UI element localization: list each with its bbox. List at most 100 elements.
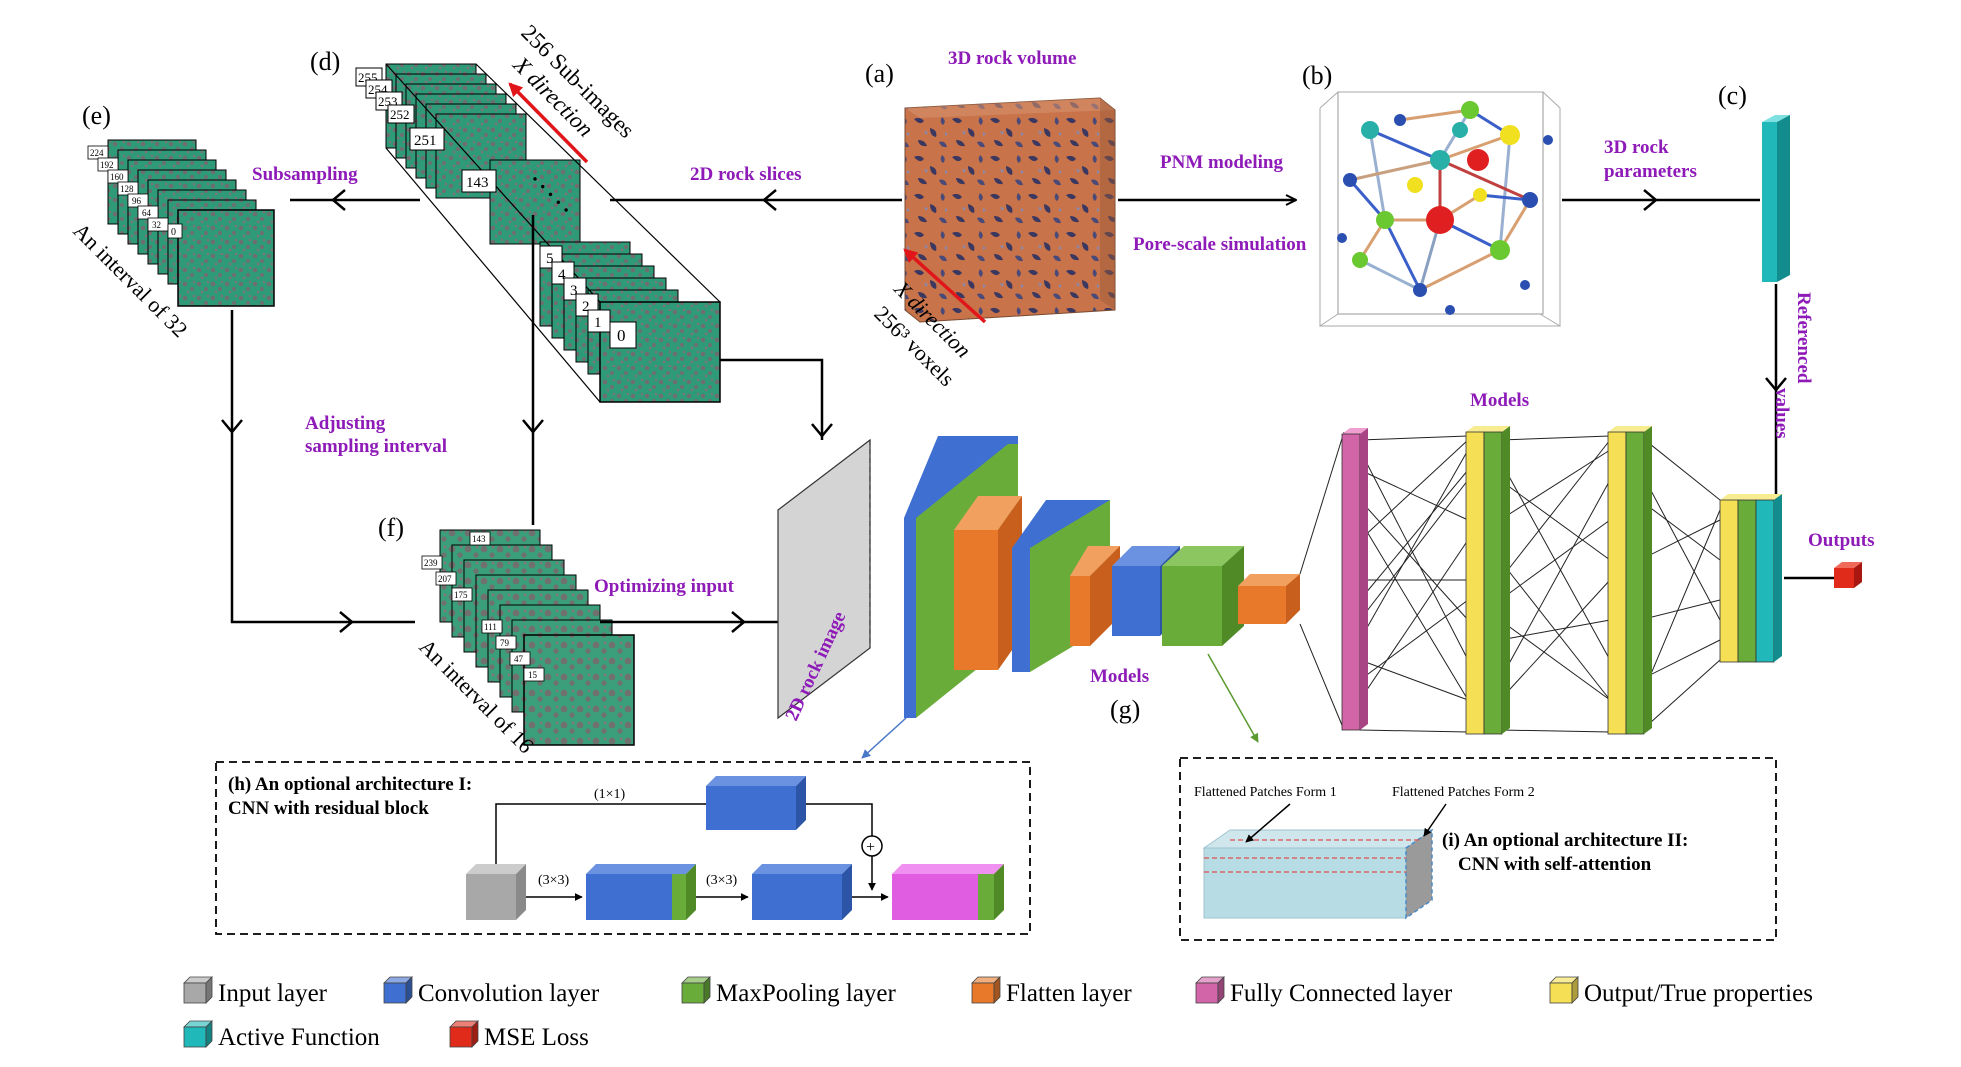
panel-label-f: (f) — [378, 513, 404, 542]
adjust-label-2: sampling interval — [305, 436, 447, 457]
fc-layer-final — [1719, 494, 1782, 663]
stack-d-num: 2 — [582, 299, 590, 315]
cnn-flatten-block-3 — [1238, 574, 1300, 624]
legend-swatch-icon — [383, 976, 413, 1004]
legend-item: Convolution layer — [383, 976, 600, 1007]
legend-item: Input layer — [183, 976, 328, 1007]
legend-swatch-icon — [449, 1020, 479, 1048]
fc-network-connections — [1299, 431, 1721, 733]
stack-d-num: 251 — [414, 133, 437, 149]
pore-scale-label: Pore-scale simulation — [1133, 234, 1307, 255]
reference-values-column — [1762, 115, 1790, 282]
legend-label: Input layer — [218, 980, 328, 1007]
rock-params-label-2: parameters — [1604, 161, 1697, 182]
stack-f-num: 239 — [424, 558, 438, 568]
res-input-block — [466, 864, 526, 920]
stack-e-num: 0 — [171, 227, 176, 238]
slice-stack-d — [385, 63, 721, 403]
legend-item: Flatten layer — [971, 976, 1132, 1007]
stack-d-num: 4 — [558, 267, 566, 283]
stack-d-num: 0 — [617, 326, 626, 345]
x-direction-arrow-a — [903, 248, 987, 324]
res-output-block — [892, 864, 1004, 920]
legend-item: Output/True properties — [1549, 976, 1813, 1007]
legend-item: MaxPooling layer — [681, 976, 897, 1007]
res-skip-path-2 — [806, 803, 873, 836]
panel-label-c: (c) — [1718, 81, 1747, 110]
mse-loss-output — [1834, 562, 1862, 588]
stack-e-num: 64 — [142, 208, 152, 218]
stack-d-num: 252 — [390, 107, 410, 122]
arrow-subsampling-head — [331, 189, 346, 211]
legend-swatch-icon — [183, 1020, 213, 1048]
res-conv-1x1 — [706, 776, 806, 830]
kernel-3x3-b: (3×3) — [706, 873, 738, 888]
pointer-to-box-h — [861, 717, 907, 759]
panel-label-b: (b) — [1302, 61, 1332, 90]
outputs-label: Outputs — [1808, 530, 1875, 551]
stack-f-num: 15 — [528, 670, 538, 680]
kernel-3x3-a: (3×3) — [538, 873, 570, 888]
stack-f-num: 47 — [514, 654, 524, 664]
pnm-modeling-label: PNM modeling — [1160, 152, 1283, 173]
models-fc-label: Models — [1470, 390, 1529, 411]
patch-form2-pointer — [1423, 803, 1447, 837]
stack-e-num: 96 — [132, 196, 142, 206]
box-i-title-2: CNN with self-attention — [1458, 854, 1652, 875]
res-skip-path — [495, 803, 706, 864]
legend-swatch-icon — [183, 976, 213, 1004]
stack-d-num: 1 — [594, 315, 602, 331]
box-h-title-1: (h) An optional architecture I: — [228, 774, 472, 795]
cnn-pool-block-3 — [1162, 546, 1244, 646]
stack-d-num: 5 — [546, 251, 554, 267]
stack-e-num: 32 — [152, 220, 161, 230]
patches-form2-label: Flattened Patches Form 2 — [1392, 785, 1535, 800]
legend-swatch-icon — [971, 976, 1001, 1004]
fc-layer-output-1 — [1465, 426, 1510, 735]
stack-e-num: 192 — [100, 160, 114, 170]
legend-label: MSE Loss — [484, 1024, 589, 1051]
legend-item: Fully Connected layer — [1195, 976, 1453, 1007]
cnn-flatten-block-1 — [954, 496, 1022, 670]
stack-d-num: 143 — [466, 175, 489, 191]
pore-network-model — [1319, 91, 1561, 327]
stack-f-num: 175 — [454, 590, 468, 600]
referenced-label-2: values — [1771, 388, 1792, 439]
arrow-optimizing-head — [731, 611, 746, 633]
legend-label: Fully Connected layer — [1230, 980, 1453, 1007]
legend-label: Flatten layer — [1006, 980, 1132, 1007]
pointer-to-box-i — [1207, 653, 1259, 743]
rock-image-plane — [777, 438, 871, 720]
legend-item: MSE Loss — [449, 1020, 589, 1051]
connector-e-head-2 — [339, 611, 354, 633]
rock-volume-label: 3D rock volume — [948, 48, 1076, 69]
rock-volume-cube — [904, 97, 1116, 323]
res-conv-3x3-b — [752, 864, 852, 920]
slice-stack-f — [439, 529, 635, 746]
connector-e-to-f — [230, 310, 415, 624]
legend-label: Active Function — [218, 1024, 380, 1051]
connector-d-to-image — [720, 358, 824, 440]
x-direction-arrow-d — [508, 82, 589, 164]
legend-item: Active Function — [183, 1020, 380, 1051]
patch-form1-pointer — [1245, 803, 1291, 843]
slice-stack-e-labels: 224 192 160 128 96 64 32 0 — [87, 145, 183, 239]
stack-f-num: 207 — [438, 574, 452, 584]
stack-d-num: 3 — [570, 283, 578, 299]
panel-label-d: (d) — [310, 47, 340, 76]
fc-layer-pink — [1341, 428, 1368, 731]
patches-form1-label: Flattened Patches Form 1 — [1194, 785, 1337, 800]
connector-e-head-1 — [221, 419, 243, 434]
fc-layer-output-2 — [1607, 426, 1652, 735]
arrow-referenced-head — [1765, 377, 1787, 392]
kernel-1x1: (1×1) — [594, 787, 626, 802]
connector-d-head — [522, 419, 544, 434]
stack-e-num: 224 — [90, 148, 104, 158]
stack-f-num: 143 — [472, 534, 486, 544]
legend-swatch-icon — [681, 976, 711, 1004]
stack-f-num: 111 — [484, 622, 497, 632]
panel-label-a: (a) — [865, 59, 894, 88]
res-add-symbol: + — [866, 839, 875, 856]
legend-label: Output/True properties — [1584, 980, 1813, 1007]
